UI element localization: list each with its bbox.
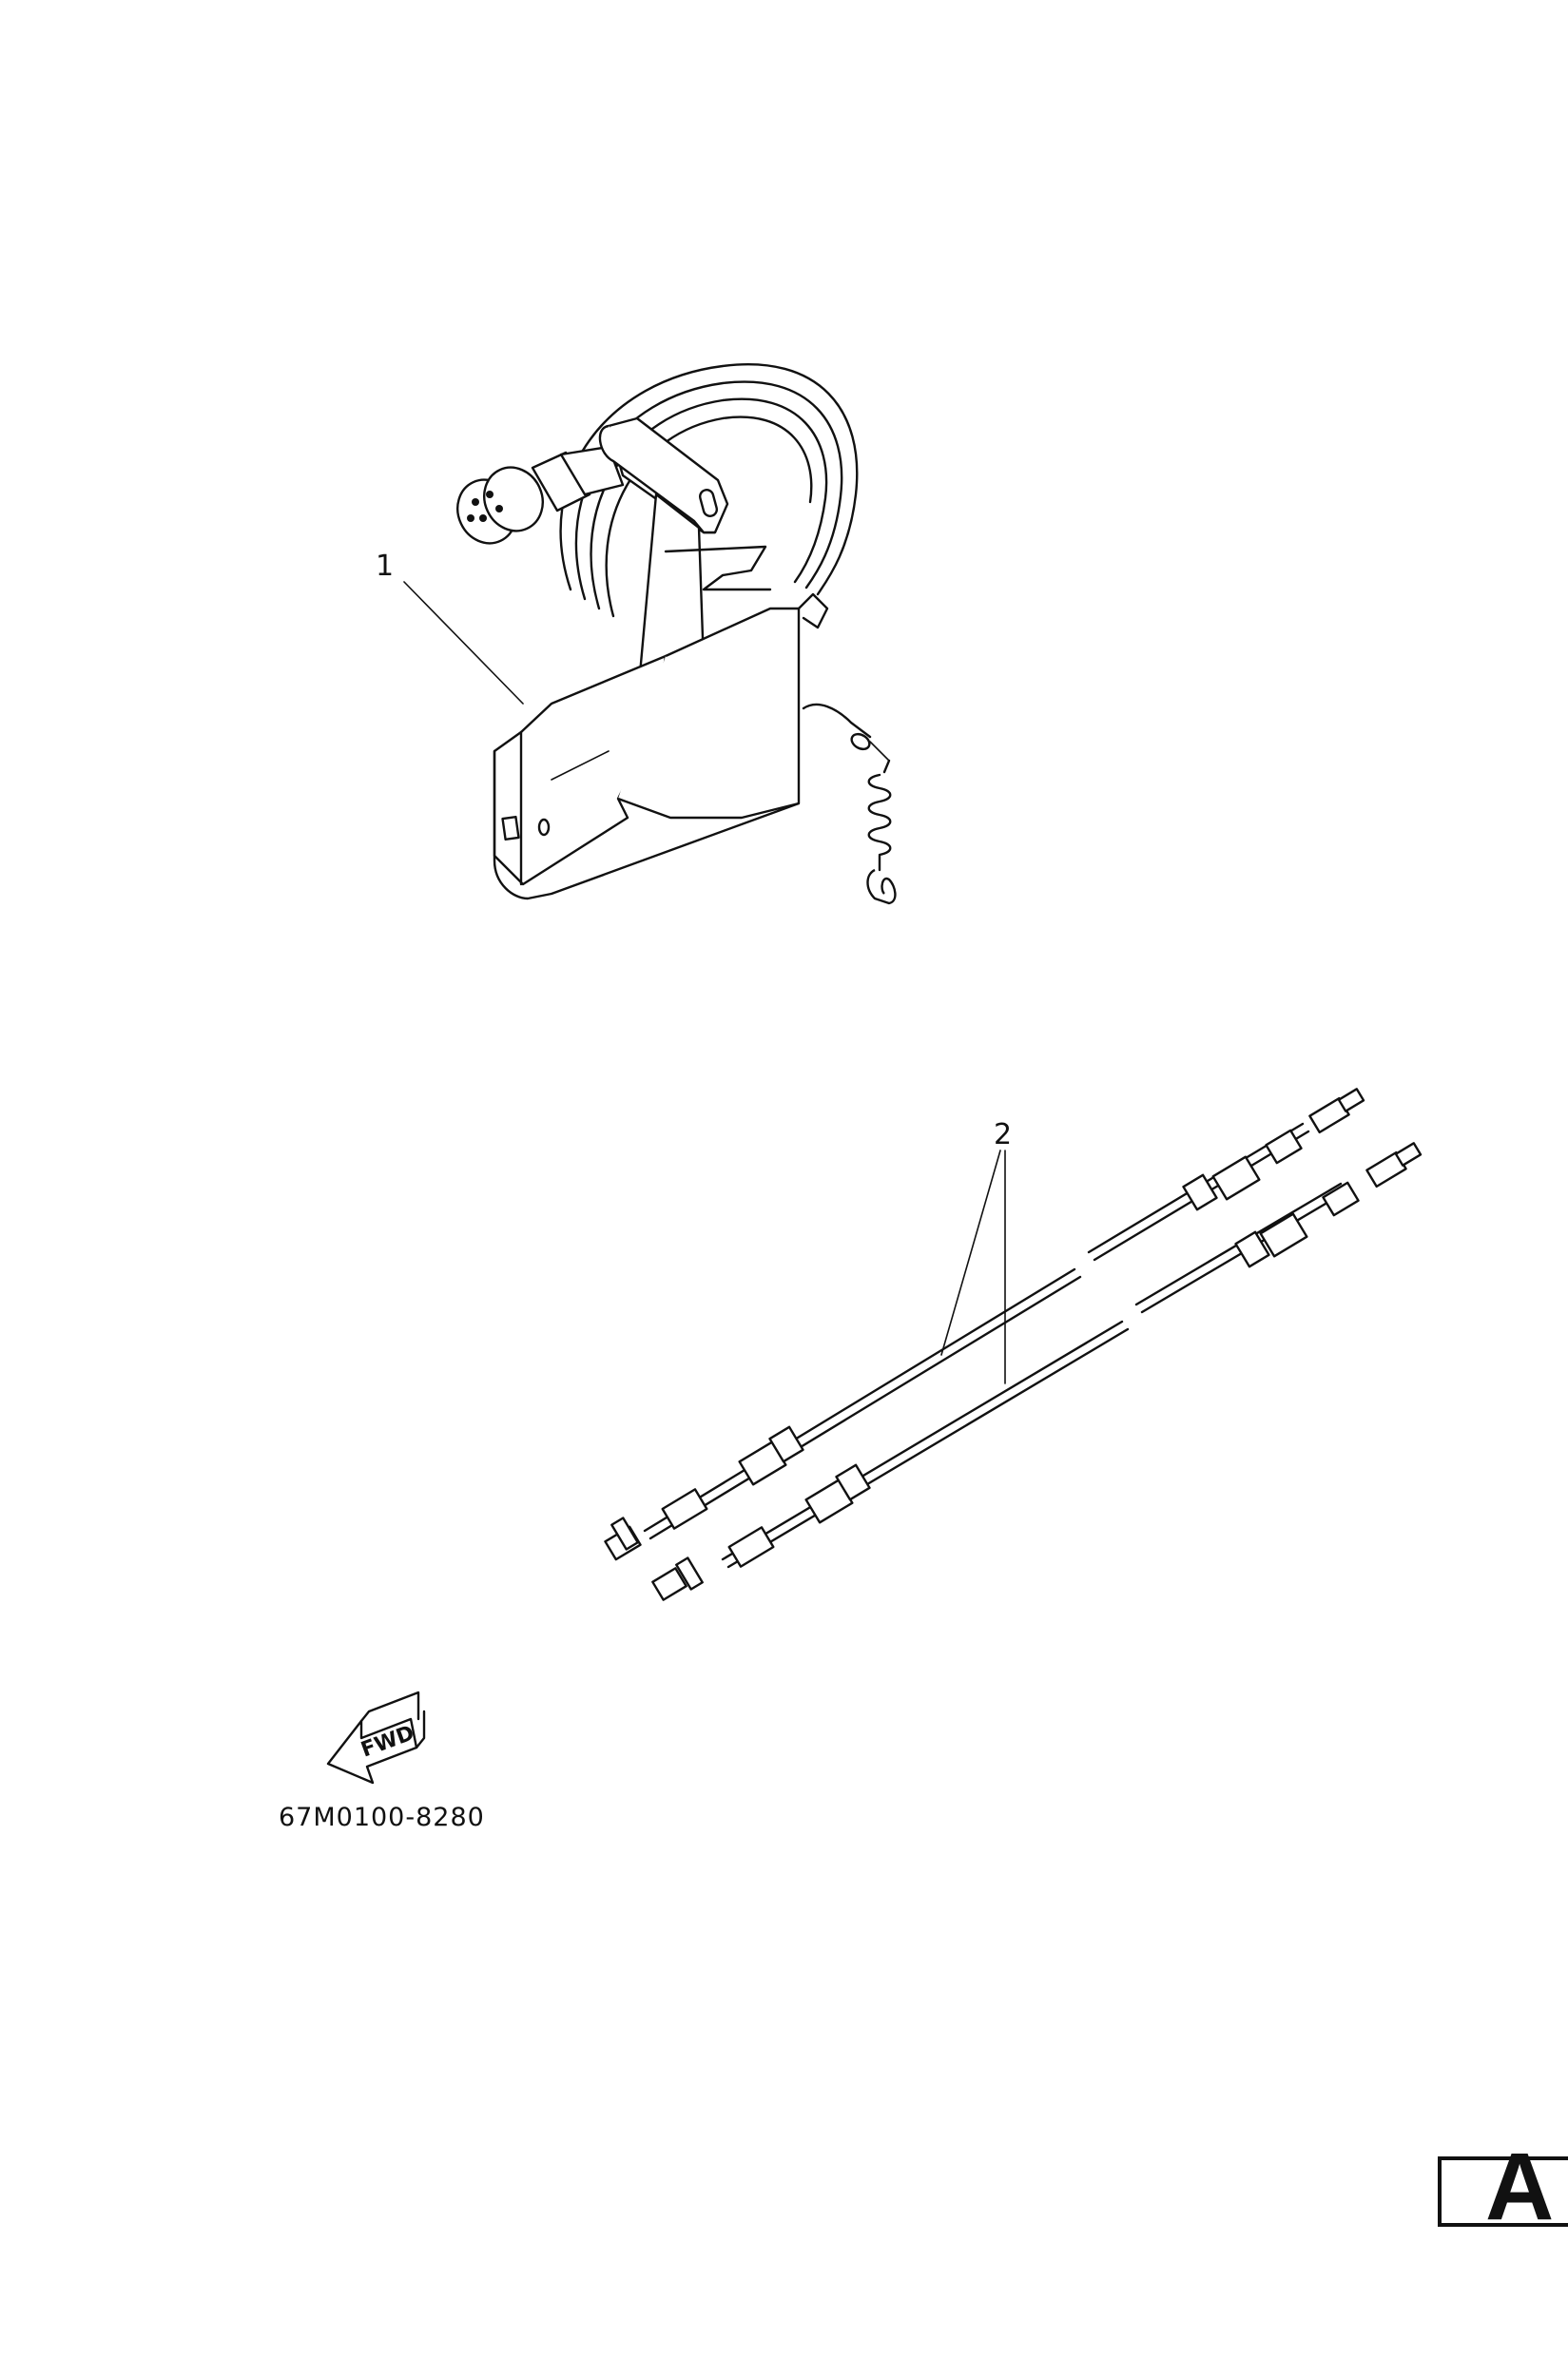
engine-stop-lanyard: [802, 703, 897, 905]
control-cable-upper: [604, 1088, 1365, 1561]
control-cable-lower: [651, 1142, 1423, 1601]
leader-line-1: [403, 581, 524, 705]
forward-direction-arrow: FWD: [326, 1691, 426, 1785]
callout-1: 1: [376, 550, 394, 583]
callout-2: 2: [994, 1118, 1012, 1151]
leader-line-2a: [940, 1150, 1001, 1356]
section-marker-letter: A: [1485, 2134, 1555, 2240]
section-marker-frame: [1438, 2156, 1568, 2227]
control-cables: 2: [604, 1088, 1423, 1601]
control-lever-grip: [598, 416, 729, 534]
lanyard-spring: [867, 759, 892, 857]
diagram-part-code: 67M0100-8280: [279, 1803, 485, 1832]
remote-control-box: 1: [376, 363, 897, 905]
control-box-housing: [493, 545, 829, 900]
